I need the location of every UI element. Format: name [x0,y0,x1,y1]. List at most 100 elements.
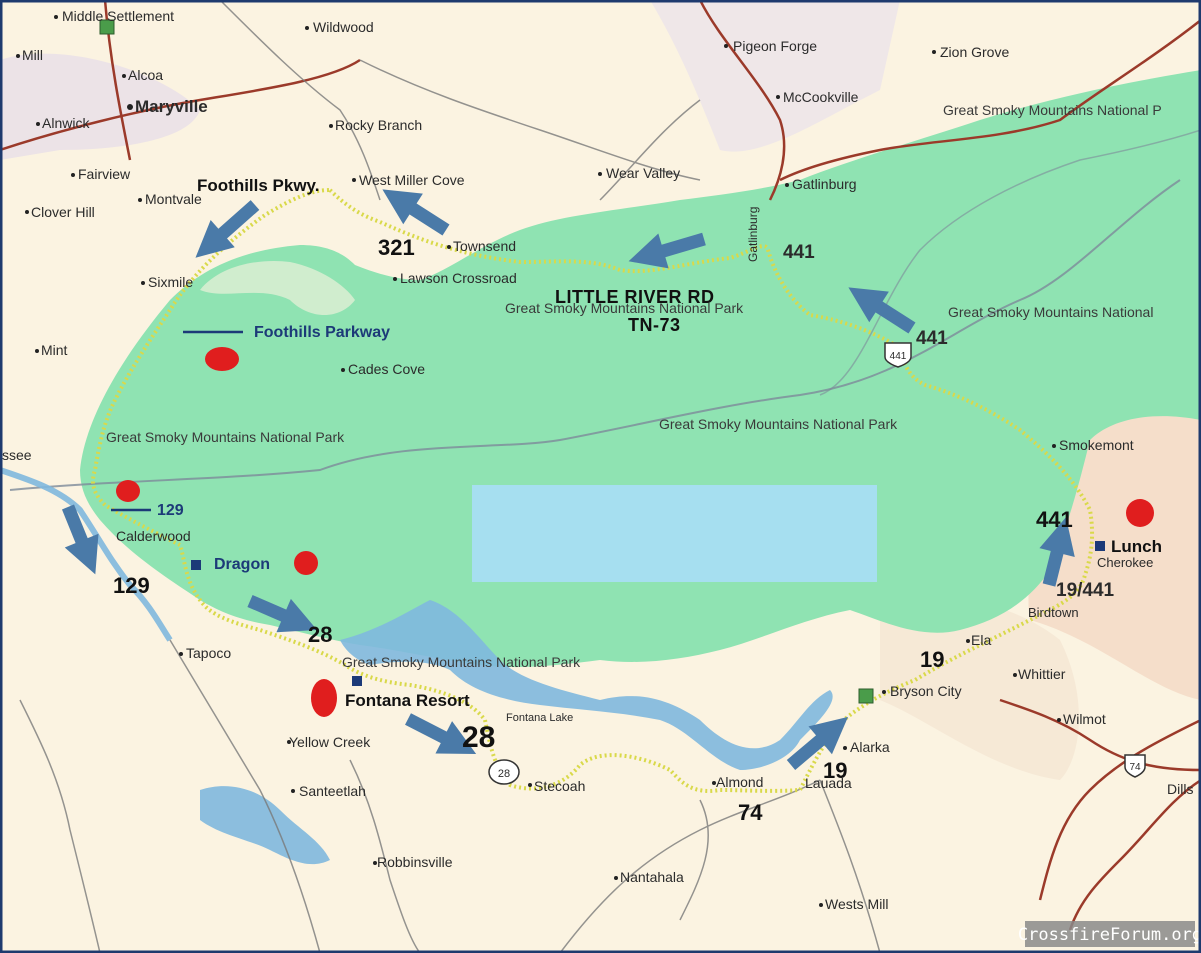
marker-129 [116,480,140,502]
arrow-little-river [628,232,706,269]
arrow-441-north [848,287,916,334]
label-cherokee: Cherokee [1097,555,1153,570]
park-notch [200,260,355,315]
label-sixmile: Sixmile [148,274,193,290]
label-lauada: Lauada [805,775,852,791]
map-placeholder-box [472,485,877,582]
arrow-foothills [195,200,260,258]
poi-fontana [352,676,362,686]
arrow-19 [786,716,849,770]
route-numbers: 321 441 441 441 129 129 28 28 19/441 19 … [113,235,1115,825]
arrow-28-upper [247,595,318,633]
label-ssee: ssee [2,447,32,463]
route-321: 321 [378,235,415,260]
label-townsend: Townsend [453,238,516,254]
label-little-river-rd: LITTLE RIVER RD [555,287,715,307]
label-middle-settlement: Middle Settlement [62,8,174,24]
national-park-area [80,70,1201,668]
airport-icon [99,19,874,704]
svg-text:441: 441 [890,351,907,362]
label-wear-valley: Wear Valley [606,165,680,181]
label-mccookville: McCookville [783,89,859,105]
label-lunch: Lunch [1111,537,1162,556]
svg-text:Great Smoky Mountains National: Great Smoky Mountains National Park [106,429,345,445]
fontana-lake [340,600,833,770]
label-dills: Dills [1167,781,1193,797]
label-yellow-creek: Yellow Creek [289,734,371,750]
ride-route [91,187,1095,793]
marker-fontana [311,679,337,717]
label-birdtown: Birdtown [1028,605,1079,620]
label-fontana-lake: Fontana Lake [506,712,573,724]
label-zion-grove: Zion Grove [940,44,1009,60]
label-gatlinburg-vertical: Gatlinburg [746,207,760,262]
arrow-19-441 [1039,517,1075,587]
label-dragon: Dragon [214,556,270,573]
marker-dragon [294,551,318,575]
poi-lunch [1095,541,1105,551]
label-mill: Mill [22,47,43,63]
svg-text:74: 74 [1129,762,1141,773]
watermark: CrossfireForum.org [1018,921,1201,947]
label-foothills-parkway: Foothills Parkway [254,324,390,341]
label-rocky-branch: Rocky Branch [335,117,422,133]
route-129-blue: 129 [157,502,184,519]
route-441-south: 441 [1036,507,1073,532]
arrow-321 [382,189,450,236]
svg-text:Great Smoky Mountains National: Great Smoky Mountains National [948,304,1153,320]
minor-roads [19,0,881,953]
label-maryville: Maryville [135,97,208,116]
label-lawson-crossroad: Lawson Crossroad [400,270,517,286]
arrow-28-lower [405,713,477,754]
svg-text:Great Smoky Mountains National: Great Smoky Mountains National P [943,102,1162,118]
urban-area-pigeon-forge [650,0,900,152]
label-tapoco: Tapoco [186,645,231,661]
label-ela: Ela [971,632,991,648]
town-labels: Middle Settlement Wildwood Mill Alcoa Ma… [2,8,1193,912]
label-mint: Mint [41,342,68,358]
label-calderwood: Calderwood [116,528,191,544]
label-alarka: Alarka [850,739,890,755]
route-28-small: 28 [308,622,332,647]
marker-foothills [205,347,239,371]
route-441-mid: 441 [916,328,948,349]
route-19-441: 19/441 [1056,580,1115,601]
state-boundary-line [9,179,1181,491]
label-montvale: Montvale [145,191,202,207]
label-wests-mill: Wests Mill [825,896,889,912]
label-smokemont: Smokemont [1059,437,1134,453]
arrow-129 [61,504,99,575]
route-129: 129 [113,573,150,598]
label-clover-hill: Clover Hill [31,204,95,220]
state-boundary-upper [819,129,1201,396]
label-cades-cove: Cades Cove [348,361,425,377]
svg-text:28: 28 [498,768,510,780]
svg-text:CrossfireForum.org: CrossfireForum.org [1018,925,1201,945]
label-tn73: TN-73 [628,315,681,335]
label-stecoah: Stecoah [534,778,585,794]
label-foothills-pkwy: Foothills Pkwy. [197,176,319,195]
label-fairview: Fairview [78,166,131,182]
route-19-alarka: 19 [823,758,847,783]
route-shield-441: 441 [884,342,912,368]
route-shield-74: 74 [1124,754,1146,778]
label-fontana-resort: Fontana Resort [345,691,470,710]
label-wildwood: Wildwood [313,19,374,35]
label-santeetlah: Santeetlah [299,783,366,799]
label-robbinsville: Robbinsville [377,854,453,870]
river-little-tennessee [0,467,173,642]
park-labels: Great Smoky Mountains National P Great S… [106,102,1162,670]
label-nantahala: Nantahala [620,869,684,885]
label-almond: Almond [716,774,763,790]
svg-text:Great Smoky Mountains National: Great Smoky Mountains National Park [505,300,744,316]
label-west-miller-cove: West Miller Cove [359,172,465,188]
svg-text:Great Smoky Mountains National: Great Smoky Mountains National Park [342,654,581,670]
marker-lunch [1126,499,1154,527]
route-28-big: 28 [462,721,495,754]
label-gatlinburg: Gatlinburg [792,176,857,192]
label-alnwick: Alnwick [42,115,90,131]
ride-annotations: Foothills Pkwy. Foothills Parkway LITTLE… [197,176,1162,710]
direction-arrows [61,189,1075,770]
